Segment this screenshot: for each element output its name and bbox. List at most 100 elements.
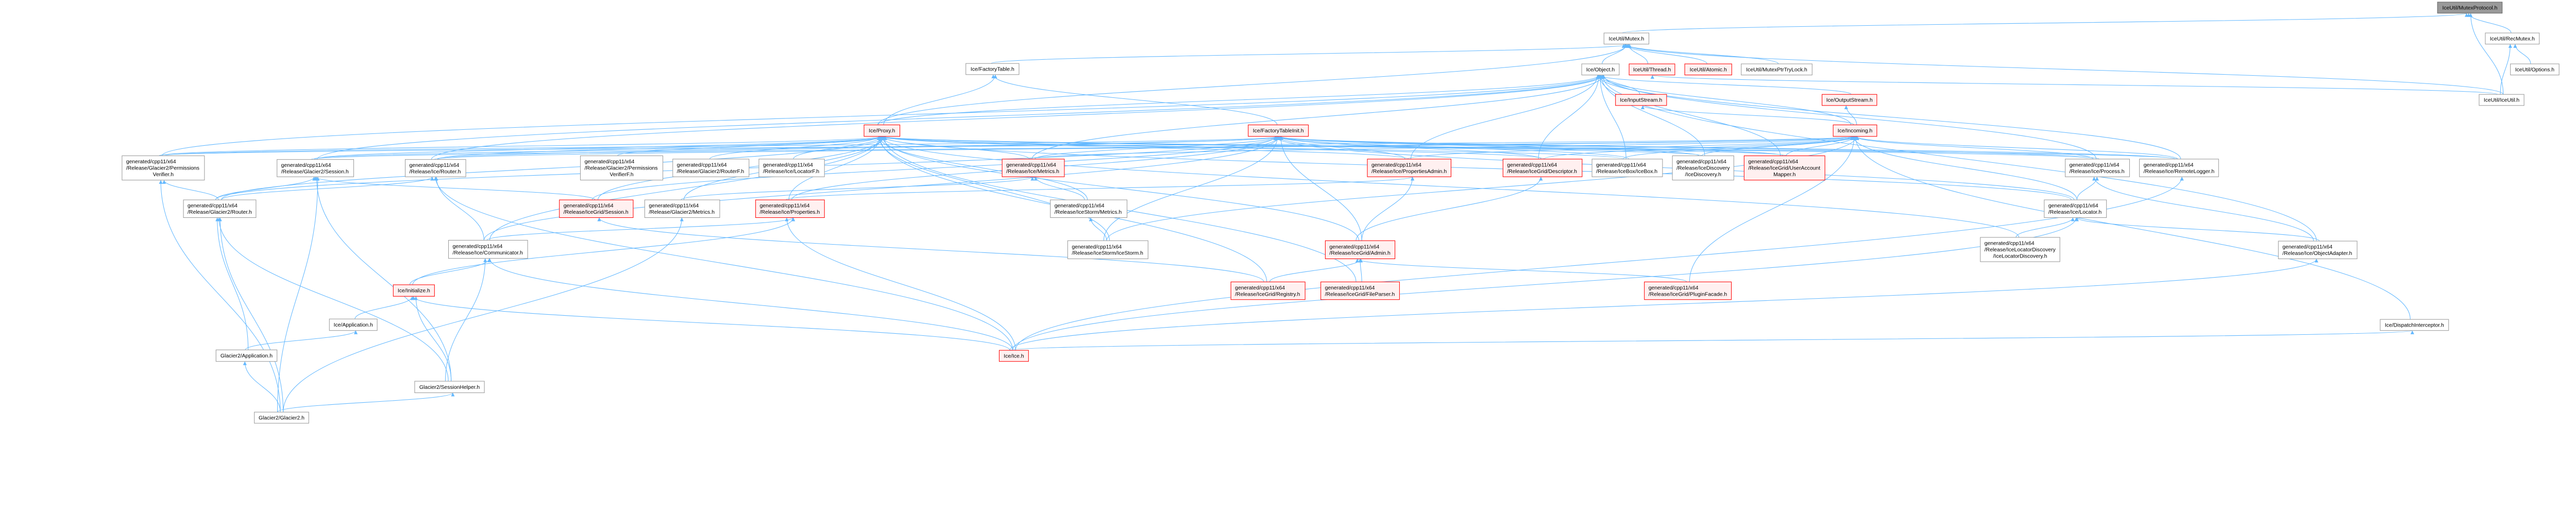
node-g2session[interactable]: generated/cpp11/x64/Release/Glacier2/Ses… [277,159,354,177]
node-layer: IceUtil/MutexProtocol.hIceUtil/RecMutex.… [122,2,2560,424]
include-edge-g2application-to-g2router [215,217,249,350]
node-dispatchinterceptor[interactable]: Ice/DispatchInterceptor.h [2380,319,2449,331]
node-mutex[interactable]: IceUtil/Mutex.h [1603,32,1650,45]
node-box [329,318,378,331]
node-label: generated/cpp11/x64 [677,162,727,168]
include-edge-locatorf-to-proxy [793,136,883,160]
node-object[interactable]: Ice/Object.h [1581,63,1620,76]
node-label: IceUtil/Mutex.h [1609,36,1645,42]
include-edge-icestorm-to-proxy [877,136,1110,241]
node-process[interactable]: generated/cpp11/x64/Release/Ice/Process.… [2065,159,2130,177]
include-edge-g2router-to-proxy [221,136,887,200]
node-locatorf[interactable]: generated/cpp11/x64/Release/Ice/LocatorF… [758,159,825,177]
node-label: Ice/FactoryTableInit.h [1253,128,1304,134]
include-edge-icelocatordiscovery-to-locator [2015,217,2075,238]
include-edge-factorytable-to-mutex [991,44,1632,64]
include-edge-admin-to-descriptor [1355,177,1543,241]
node-label: IceUtil/Options.h [2515,67,2554,73]
node-factorytable[interactable]: Ice/FactoryTable.h [965,63,1020,75]
include-edge-proxy-to-factorytable [883,74,997,125]
node-icelocatordiscovery[interactable]: generated/cpp11/x64/Release/IceLocatorDi… [1980,237,2060,262]
node-locator[interactable]: generated/cpp11/x64/Release/Ice/Locator.… [2044,199,2107,218]
node-pluginfacade[interactable]: generated/cpp11/x64/Release/IceGrid/Plug… [1644,281,1732,300]
node-fileparser[interactable]: generated/cpp11/x64/Release/IceGrid/File… [1320,281,1400,300]
node-permissionsverifierf[interactable]: generated/cpp11/x64/Release/Glacier2/Per… [580,155,664,181]
node-label: generated/cpp11/x64 [1748,159,1798,165]
node-factorytableinit[interactable]: Ice/FactoryTableInit.h [1248,124,1309,137]
node-label: IceUtil/Thread.h [1633,67,1671,73]
include-edge-dispatchinterceptor-to-incoming [1853,136,2411,320]
node-label: IceUtil/Atomic.h [1690,67,1727,73]
node-routerf[interactable]: generated/cpp11/x64/Release/Glacier2/Rou… [672,159,750,177]
node-box [405,159,466,177]
include-edge-mutex-to-mutexprotocol [1622,13,2468,33]
node-ice[interactable]: Ice/Ice.h [998,350,1029,362]
node-label: VerifierF.h [609,172,633,178]
node-admin[interactable]: generated/cpp11/x64/Release/IceGrid/Admi… [1325,240,1396,259]
node-box [448,240,528,259]
node-label: generated/cpp11/x64 [188,203,238,209]
node-label: Ice/Ice.h [1004,354,1024,360]
include-edge-remotelogger-to-incoming [1855,136,2178,160]
node-icegridsession[interactable]: generated/cpp11/x64/Release/IceGrid/Sess… [559,199,634,218]
node-glacier2[interactable]: Glacier2/Glacier2.h [254,412,309,424]
node-descriptor[interactable]: generated/cpp11/x64/Release/IceGrid/Desc… [1502,159,1583,177]
node-label: Ice/Incoming.h [1838,128,1873,134]
node-g2metrics[interactable]: generated/cpp11/x64/Release/Glacier2/Met… [644,199,720,218]
node-inputstream[interactable]: Ice/InputStream.h [1615,94,1667,106]
include-edge-glacier2-to-sessionhelper [277,392,455,413]
include-edge-metrics-to-object [1031,75,1605,159]
include-edge-options-to-recmutex [2513,44,2531,64]
node-box [1367,159,1451,177]
node-application[interactable]: Ice/Application.h [329,318,378,331]
node-label: Ice/InputStream.h [1620,98,1662,104]
node-label: /Release/IceGrid/UserAccount [1748,166,1820,172]
node-label: /Release/IceDiscovery [1676,166,1730,172]
node-label: /Release/Ice/Properties.h [760,210,820,215]
node-box [1615,94,1667,106]
node-label: generated/cpp11/x64 [1006,162,1056,168]
node-registry[interactable]: generated/cpp11/x64/Release/IceGrid/Regi… [1230,281,1306,300]
node-communicator[interactable]: generated/cpp11/x64/Release/Ice/Communic… [448,240,528,259]
node-iceutil[interactable]: IceUtil/IceUtil.h [2479,94,2524,106]
node-initialize[interactable]: Ice/Initialize.h [393,284,435,297]
node-icestormmetrics[interactable]: generated/cpp11/x64/Release/IceStorm/Met… [1050,199,1128,218]
node-proxy[interactable]: Ice/Proxy.h [863,124,901,137]
node-thread[interactable]: IceUtil/Thread.h [1629,63,1675,76]
node-icestorm[interactable]: generated/cpp11/x64/Release/IceStorm/Ice… [1067,240,1148,259]
node-permissionsverifier[interactable]: generated/cpp11/x64/Release/Glacier2/Per… [122,155,205,181]
include-edge-propertiesadmin-to-object [1410,75,1600,159]
include-edge-remotelogger-to-proxy [883,136,2178,160]
node-g2application[interactable]: Glacier2/Application.h [215,349,278,362]
node-options[interactable]: IceUtil/Options.h [2510,63,2560,76]
node-box [2510,63,2560,76]
include-edge-glacier2-to-g2session [277,177,320,413]
node-remotelogger[interactable]: generated/cpp11/x64/Release/Ice/RemoteLo… [2139,159,2219,177]
node-icediscovery[interactable]: generated/cpp11/x64/Release/IceDiscovery… [1672,155,1734,181]
node-sessionhelper[interactable]: Glacier2/SessionHelper.h [414,381,485,394]
node-metrics[interactable]: generated/cpp11/x64/Release/Ice/Metrics.… [1002,159,1065,177]
node-label: generated/cpp11/x64 [1055,203,1105,209]
include-edge-admin-to-factorytableinit [1279,136,1362,241]
node-icerouter[interactable]: generated/cpp11/x64/Release/Ice/Router.h [405,159,466,177]
node-atomic[interactable]: IceUtil/Atomic.h [1684,63,1732,76]
node-g2router[interactable]: generated/cpp11/x64/Release/Glacier2/Rou… [183,199,257,218]
node-propertiesadmin[interactable]: generated/cpp11/x64/Release/Ice/Properti… [1367,159,1451,177]
node-box [1050,199,1128,218]
include-edge-ice-to-dispatchinterceptor [1009,330,2414,351]
node-incoming[interactable]: Ice/Incoming.h [1833,124,1877,137]
include-edge-sessionhelper-to-communicator [445,258,487,382]
node-icebox[interactable]: generated/cpp11/x64/Release/IceBox/IceBo… [1591,159,1663,177]
node-label: generated/cpp11/x64 [126,159,176,165]
node-properties[interactable]: generated/cpp11/x64/Release/Ice/Properti… [755,199,825,218]
include-edge-g2session-to-object [316,75,1604,160]
node-mutexprotocol[interactable]: IceUtil/MutexProtocol.h [2437,2,2503,14]
node-box [2065,159,2130,177]
node-outputstream[interactable]: Ice/OutputStream.h [1822,94,1877,106]
include-edge-locator-to-proxy [882,136,2072,200]
node-label: generated/cpp11/x64 [1985,241,2035,247]
node-objectadapter[interactable]: generated/cpp11/x64/Release/Ice/ObjectAd… [2278,241,2358,259]
node-recmutex[interactable]: IceUtil/RecMutex.h [2485,32,2540,45]
node-useraccountmapper[interactable]: generated/cpp11/x64/Release/IceGrid/User… [1743,155,1825,181]
node-mutexptrtrylock[interactable]: IceUtil/MutexPtrTryLock.h [1741,63,1812,76]
